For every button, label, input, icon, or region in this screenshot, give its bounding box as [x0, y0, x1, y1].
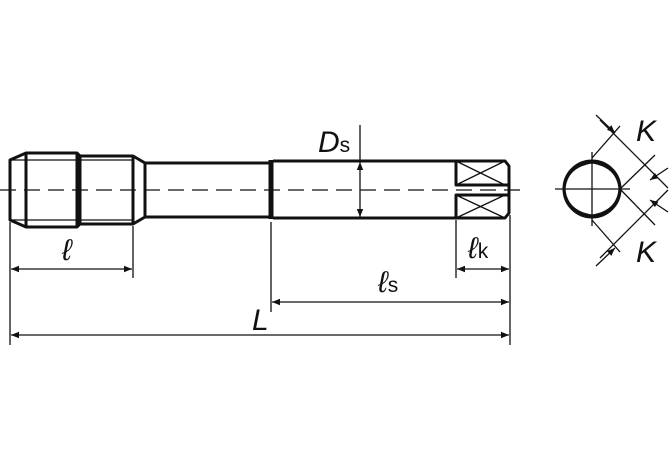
label-square-length: ℓk: [467, 232, 489, 265]
dimension-shank-diameter: Ds: [318, 126, 364, 217]
dimension-square-length: ℓk: [457, 232, 509, 273]
tap-side-view: [8, 151, 511, 229]
dimension-shank-length: ℓs: [272, 266, 509, 306]
label-shank-length: ℓs: [377, 266, 398, 299]
label-overall-length: L: [252, 304, 269, 337]
label-k-bottom: K: [636, 236, 658, 269]
label-k-top: K: [636, 115, 658, 148]
tap-end-view: K K: [555, 114, 669, 269]
extension-lines: [9, 125, 511, 345]
label-shank-diameter: Ds: [318, 126, 350, 159]
label-thread-length: ℓ: [61, 234, 73, 267]
dimension-thread-length: ℓ: [11, 234, 132, 273]
dimension-overall-length: L: [11, 304, 509, 339]
